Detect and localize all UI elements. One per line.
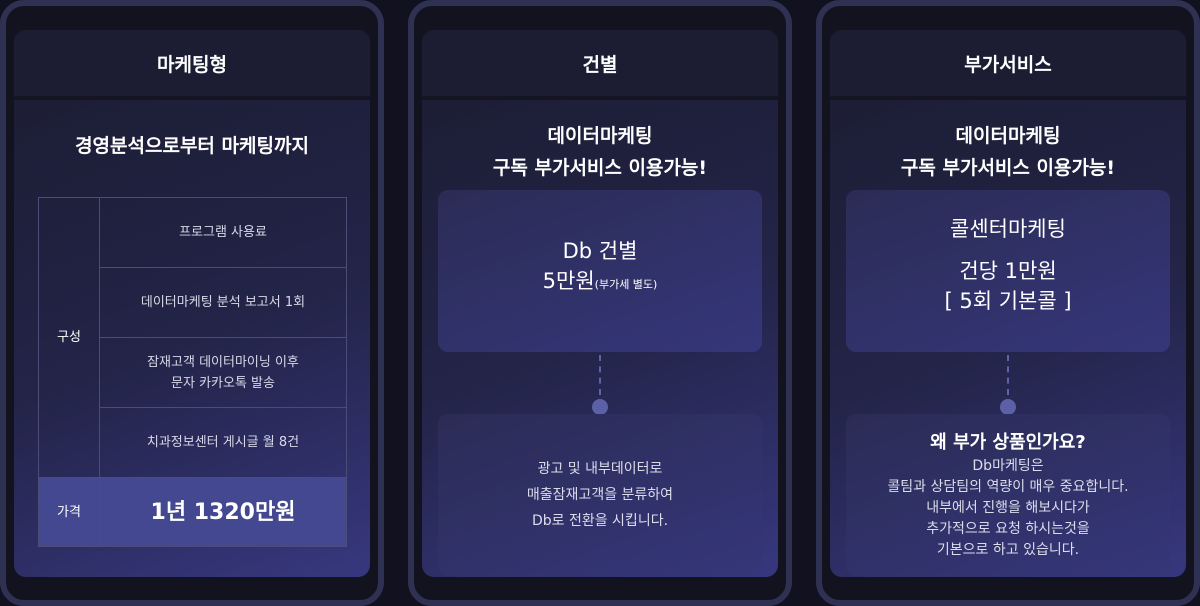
why-line: 추가적으로 요청 하시는것을 bbox=[926, 521, 1090, 537]
connector-line bbox=[599, 355, 601, 395]
why-box: 왜 부가 상품인가요? Db마케팅은 콜팀과 상담팀의 역량이 매우 중요합니다… bbox=[846, 414, 1170, 576]
row-line: 잠재고객 데이터마이닝 이후 bbox=[147, 354, 299, 370]
why-line: 기본으로 하고 있습니다. bbox=[936, 542, 1080, 558]
subtitle-line: 구독 부가서비스 이용가능! bbox=[900, 157, 1116, 179]
table-row: 치과정보센터 게시글 월 8건 bbox=[99, 407, 347, 478]
connector-dot bbox=[592, 399, 608, 415]
card-title: 건별 bbox=[422, 30, 778, 100]
desc-line: 매출잠재고객을 분류하여 bbox=[526, 487, 674, 503]
price-label: 가격 bbox=[38, 477, 100, 547]
price-value: 5만원 bbox=[542, 269, 595, 293]
vat-note: (부가세 별도) bbox=[594, 278, 658, 291]
price-value: 건당 1만원 bbox=[959, 259, 1057, 283]
table-row: 데이터마케팅 분석 보고서 1회 bbox=[99, 267, 347, 338]
row-line: 문자 카카오톡 발송 bbox=[171, 375, 275, 391]
plan-table: 구성 프로그램 사용료 데이터마케팅 분석 보고서 1회 잠재고객 데이터마이닝… bbox=[38, 197, 347, 547]
plan-card-marketing: 마케팅형 경영분석으로부터 마케팅까지 구성 프로그램 사용료 데이터마케팅 분… bbox=[0, 0, 384, 606]
subtitle-line: 데이터마케팅 bbox=[547, 125, 653, 147]
price-box: 콜센터마케팅 건당 1만원 [ 5회 기본콜 ] bbox=[846, 190, 1170, 352]
subtitle-line: 데이터마케팅 bbox=[955, 125, 1061, 147]
card-title: 마케팅형 bbox=[14, 30, 370, 100]
why-line: 콜팀과 상담팀의 역량이 매우 중요합니다. bbox=[887, 479, 1129, 495]
why-title: 왜 부가 상품인가요? bbox=[930, 432, 1086, 453]
price-box: Db 건별 5만원(부가세 별도) bbox=[438, 190, 762, 352]
base-calls: [ 5회 기본콜 ] bbox=[944, 289, 1072, 313]
service-title: 콜센터마케팅 bbox=[950, 217, 1066, 241]
price-value: 1년 1320만원 bbox=[99, 477, 347, 547]
why-line: 내부에서 진행을 해보시다가 bbox=[926, 500, 1090, 516]
why-line: Db마케팅은 bbox=[972, 458, 1044, 474]
price-title: Db 건별 bbox=[562, 239, 638, 263]
subtitle-line: 구독 부가서비스 이용가능! bbox=[492, 157, 708, 179]
connector-dot bbox=[1000, 399, 1016, 415]
description-box: 광고 및 내부데이터로 매출잠재고객을 분류하여 Db로 전환을 시킵니다. bbox=[438, 414, 762, 576]
desc-line: 광고 및 내부데이터로 bbox=[537, 461, 663, 477]
desc-line: Db로 전환을 시킵니다. bbox=[531, 513, 669, 529]
card-title: 부가서비스 bbox=[830, 30, 1186, 100]
card-subtitle: 경영분석으로부터 마케팅까지 bbox=[75, 135, 309, 157]
table-row: 프로그램 사용료 bbox=[99, 197, 347, 268]
composition-label: 구성 bbox=[38, 197, 100, 478]
connector-line bbox=[1007, 355, 1009, 395]
